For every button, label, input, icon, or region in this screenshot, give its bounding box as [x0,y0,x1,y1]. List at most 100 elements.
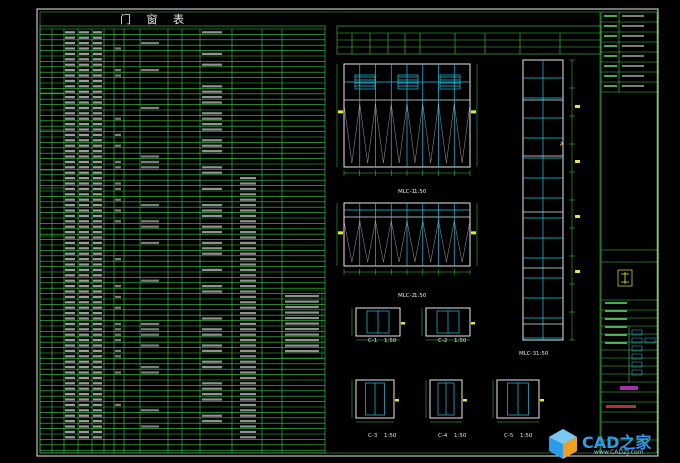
elevation-small-5-label: C-5 [504,433,514,439]
schedule-cell-mark [202,344,222,347]
schedule-cell-mark [115,295,121,298]
door-swing-mark [454,103,471,164]
schedule-note-mark [285,295,319,298]
elevation-small-4-scale: 1:50 [454,433,467,439]
schedule-cell-mark [240,393,256,396]
schedule-cell-mark [93,79,102,82]
schedule-cell-mark [79,317,89,320]
schedule-cell-mark [65,52,75,55]
schedule-cell-mark [202,52,222,55]
schedule-cell-mark [93,231,102,234]
schedule-cell-mark [240,268,256,271]
schedule-cell-mark [202,333,222,336]
schedule-cell-mark [202,420,222,423]
schedule-cell-mark [240,349,256,352]
schedule-cell-mark [65,31,75,34]
schedule-cell-mark [93,430,102,433]
schedule-cell-mark [240,204,256,207]
schedule-cell-mark [65,123,75,126]
schedule-cell-mark [65,371,75,374]
door-swing-mark [343,103,360,164]
schedule-cell-mark [65,209,75,212]
schedule-cell-mark [65,47,75,50]
schedule-cell-mark [202,171,222,174]
schedule-cell-mark [202,187,222,190]
schedule-cell-mark [141,333,159,336]
schedule-cell-mark [93,328,102,331]
schedule-cell-mark [65,231,75,234]
schedule-cell-mark [93,258,102,261]
schedule-cell-mark [240,387,256,390]
level-marker [463,399,467,402]
schedule-cell-mark [79,144,89,147]
schedule-cell-mark [79,69,89,72]
schedule-cell-mark [65,312,75,315]
schedule-cell-mark [240,231,256,234]
schedule-cell-mark [79,133,89,136]
schedule-cell-mark [65,414,75,417]
schedule-cell-mark [240,301,256,304]
schedule-cell-mark [93,425,102,428]
schedule-cell-mark [202,96,222,99]
schedule-continuation-table [336,25,602,55]
louvre-panel [439,74,461,90]
watermark-text: CAD之家 [582,433,652,452]
schedule-cell-mark [115,133,121,136]
schedule-cell-mark [65,63,75,66]
schedule-cell-mark [202,231,222,234]
title-block-logo-mark [621,272,629,284]
door-swing-mark [438,103,455,164]
schedule-cell-mark [240,236,256,239]
small-window-frame [496,379,540,419]
schedule-cell-mark [115,187,121,190]
schedule-cell-mark [93,63,102,66]
schedule-cell-mark [93,139,102,142]
schedule-cell-mark [79,123,89,126]
schedule-cell-mark [240,360,256,363]
schedule-cell-mark [202,317,222,320]
schedule-cell-mark [93,333,102,336]
schedule-cell-mark [65,328,75,331]
schedule-cell-mark [79,209,89,212]
schedule-cell-mark [79,382,89,385]
schedule-cell-mark [65,279,75,282]
title-block-text-mark [604,65,617,67]
schedule-cell-mark [115,209,121,212]
schedule-cell-mark [202,349,222,352]
door-swing-mark [359,220,376,263]
schedule-cell-mark [79,279,89,282]
schedule-cell-mark [240,279,256,282]
schedule-cell-mark [79,344,89,347]
title-block-text-mark [622,75,644,77]
schedule-cell-mark [79,355,89,358]
schedule-cell-mark [240,409,256,412]
schedule-cell-mark [79,398,89,401]
schedule-cell-mark [79,430,89,433]
schedule-cell-mark [240,306,256,309]
schedule-cell-mark [65,274,75,277]
schedule-cell-mark [93,90,102,93]
schedule-cell-mark [65,268,75,271]
schedule-cell-mark [79,349,89,352]
schedule-cell-mark [115,47,121,50]
schedule-cell-mark [93,387,102,390]
level-marker [471,110,476,114]
schedule-cell-mark [65,295,75,298]
schedule-cell-mark [65,117,75,120]
schedule-cell-mark [141,204,159,207]
schedule-cell-mark [79,177,89,180]
schedule-cell-mark [79,63,89,66]
small-window-frame [355,379,395,419]
elevation-large-2 [336,202,478,275]
schedule-cell-mark [79,274,89,277]
schedule-cell-mark [93,204,102,207]
schedule-cell-mark [79,425,89,428]
schedule-cell-mark [202,63,222,66]
schedule-cell-mark [65,101,75,104]
schedule-cell-mark [240,252,256,255]
schedule-cell-mark [93,295,102,298]
schedule-cell-mark [202,214,222,217]
schedule-cell-mark [79,333,89,336]
schedule-cell-mark [65,214,75,217]
schedule-note-mark [285,311,319,314]
